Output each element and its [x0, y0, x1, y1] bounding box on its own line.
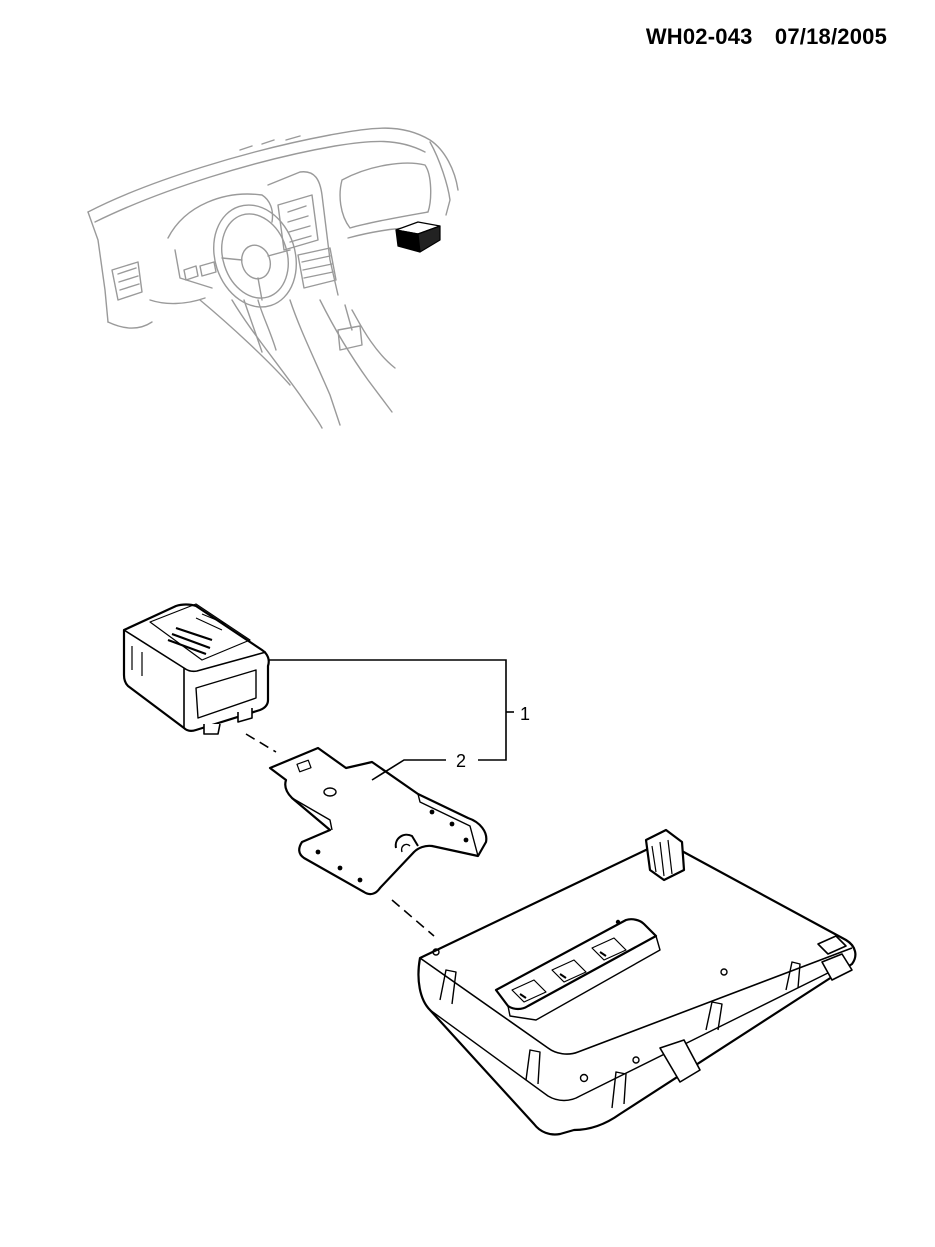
callout-leaders	[245, 659, 514, 937]
drawing-header: WH02-043 07/18/2005	[630, 24, 887, 50]
callout-1-label: 1	[520, 704, 530, 724]
dashboard-location-view	[87, 127, 459, 429]
control-module-base	[417, 828, 857, 1136]
module-location-highlight	[395, 221, 441, 253]
module-unit	[122, 603, 270, 735]
drawing-date: 07/18/2005	[774, 24, 887, 49]
drawing-number: WH02-043	[645, 24, 753, 49]
callout-2-label: 2	[456, 751, 466, 771]
mounting-bracket	[268, 746, 488, 896]
